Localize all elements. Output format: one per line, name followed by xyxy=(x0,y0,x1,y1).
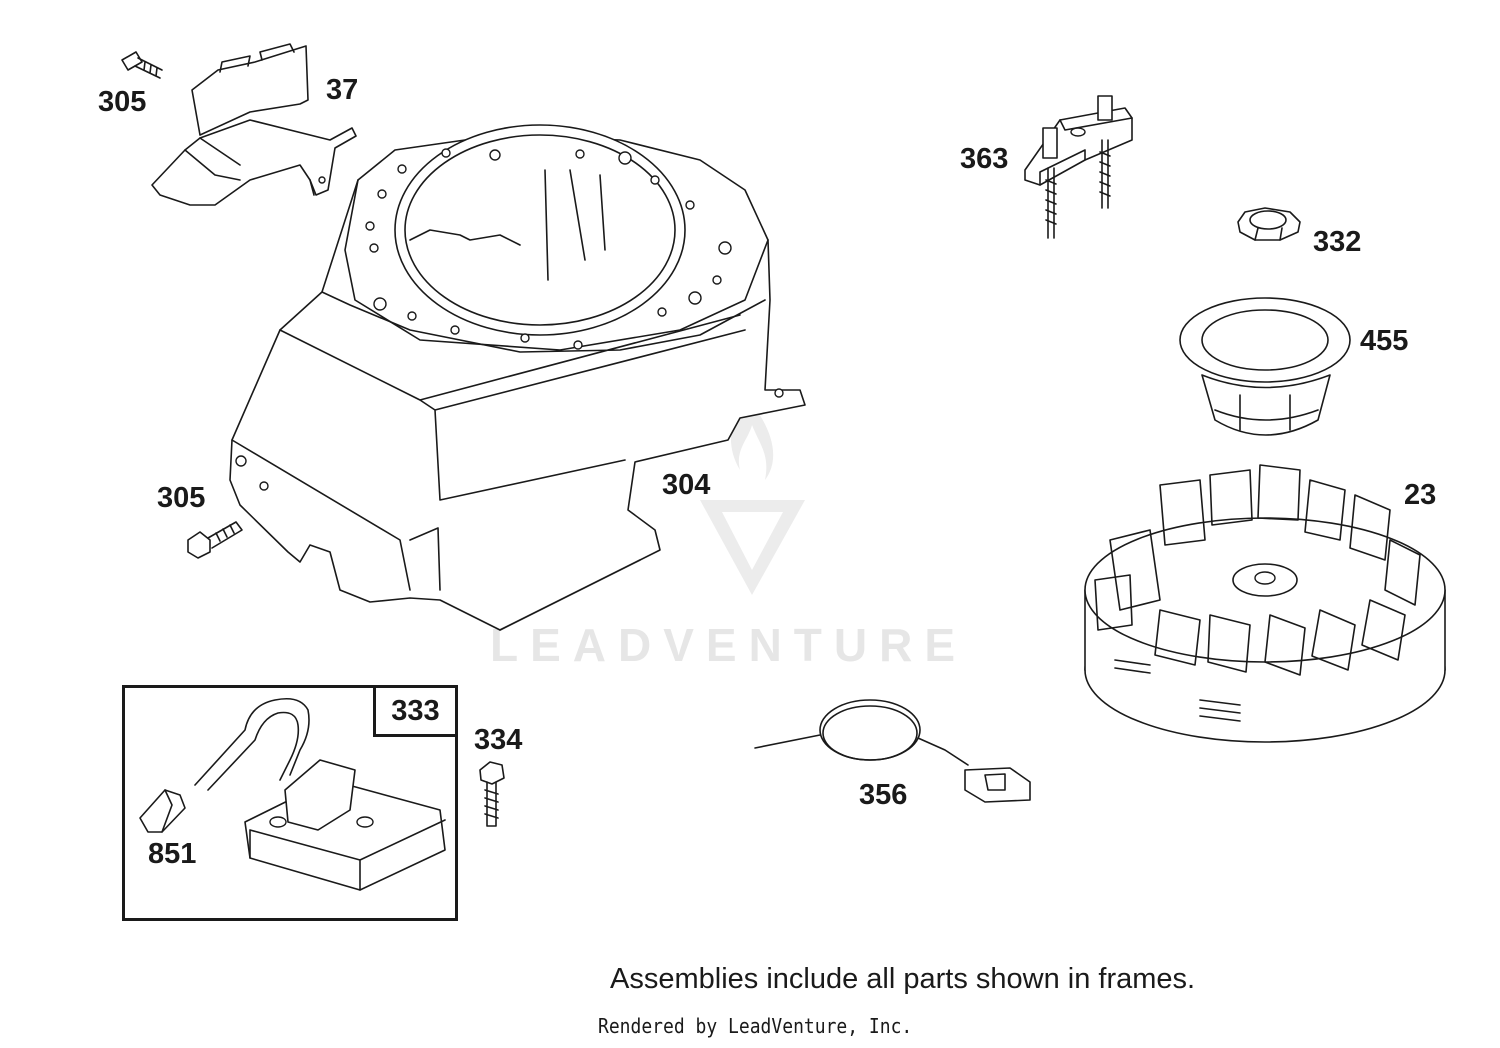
bolt-305-lower xyxy=(187,521,243,559)
bracket-363 xyxy=(1024,95,1133,239)
callout-305-lower: 305 xyxy=(157,482,206,514)
callout-363: 363 xyxy=(960,143,1009,175)
callout-305-top: 305 xyxy=(98,86,147,118)
flywheel-23 xyxy=(1084,464,1446,743)
frames-footnote: Assemblies include all parts shown in fr… xyxy=(610,963,1196,995)
callout-37: 37 xyxy=(326,74,359,106)
shroud-37 xyxy=(151,43,357,206)
wire-356 xyxy=(754,699,1031,803)
watermark-text: LEADVENTURE xyxy=(490,619,968,671)
callout-23: 23 xyxy=(1404,479,1437,511)
callout-334: 334 xyxy=(474,724,523,756)
cup-455 xyxy=(1179,297,1351,436)
callout-356: 356 xyxy=(859,779,908,811)
callout-304: 304 xyxy=(662,469,711,501)
render-credit: Rendered by LeadVenture, Inc. xyxy=(598,1014,913,1038)
ignition-coil-333 xyxy=(194,697,446,891)
blower-housing-304 xyxy=(229,124,806,631)
callout-851: 851 xyxy=(148,838,197,870)
bolt-305-top xyxy=(121,51,163,79)
assembly-frame-label: 333 xyxy=(373,685,458,737)
wire-terminal-851 xyxy=(139,789,186,833)
nut-332 xyxy=(1237,207,1301,241)
callout-332: 332 xyxy=(1313,226,1362,258)
screw-334 xyxy=(479,761,505,827)
callout-455: 455 xyxy=(1360,325,1409,357)
assembly-frame xyxy=(122,685,458,921)
